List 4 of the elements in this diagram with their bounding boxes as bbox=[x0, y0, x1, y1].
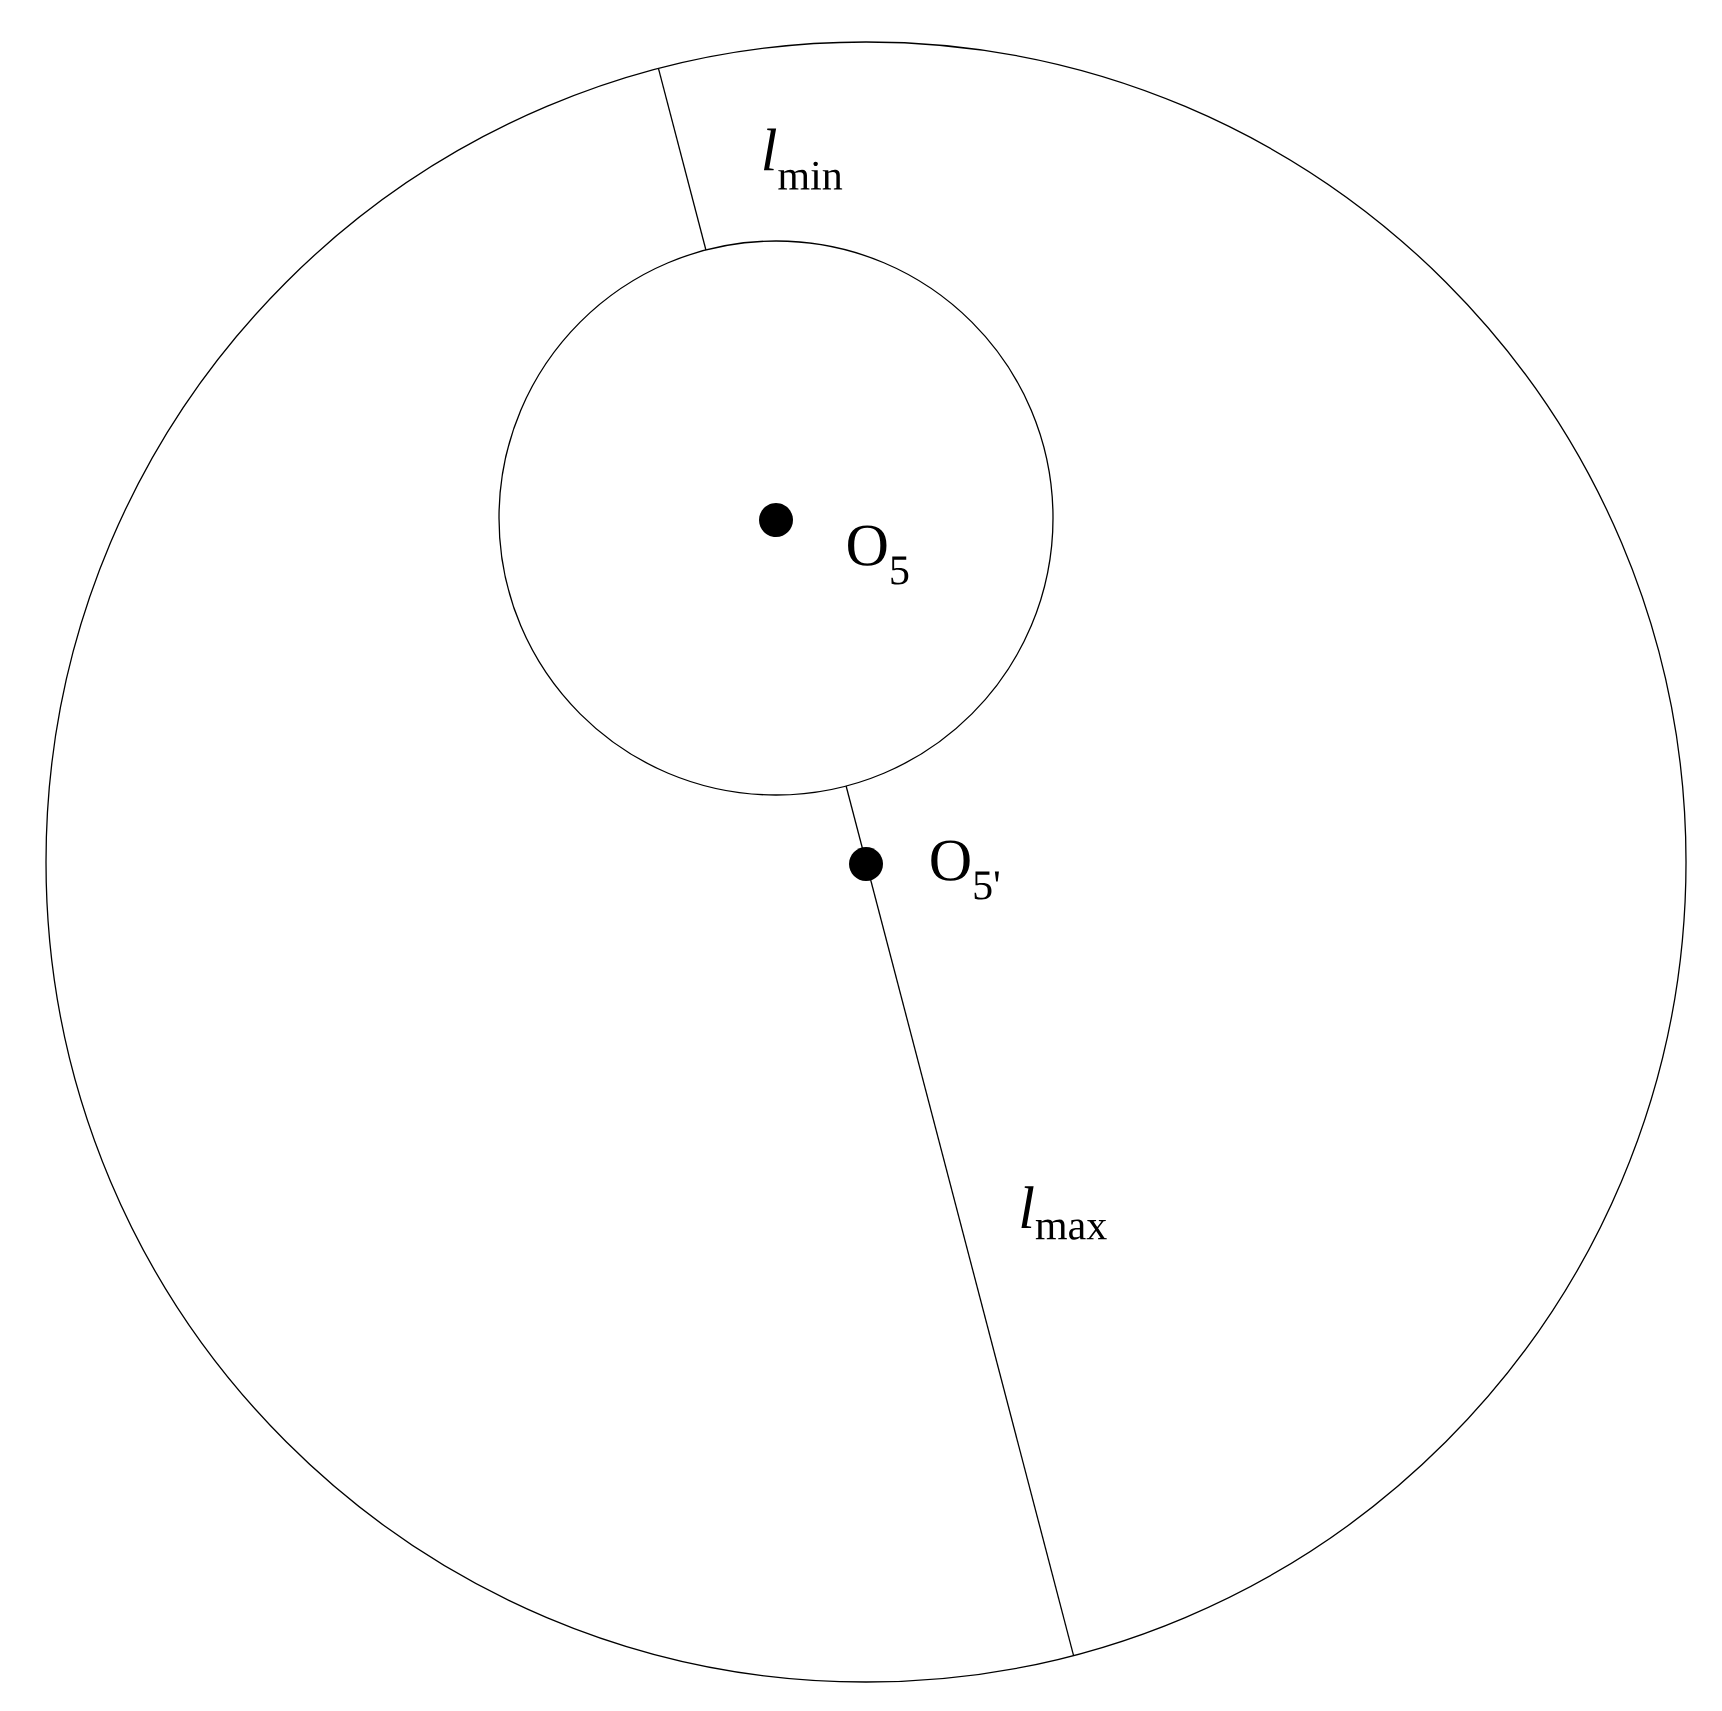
point-label: O$_{5}$ bbox=[848, 525, 909, 585]
inner-circle bbox=[498, 240, 1054, 796]
dimension-label: l$_{max}$ bbox=[1021, 1186, 1107, 1240]
outer-circle bbox=[45, 41, 1687, 1683]
